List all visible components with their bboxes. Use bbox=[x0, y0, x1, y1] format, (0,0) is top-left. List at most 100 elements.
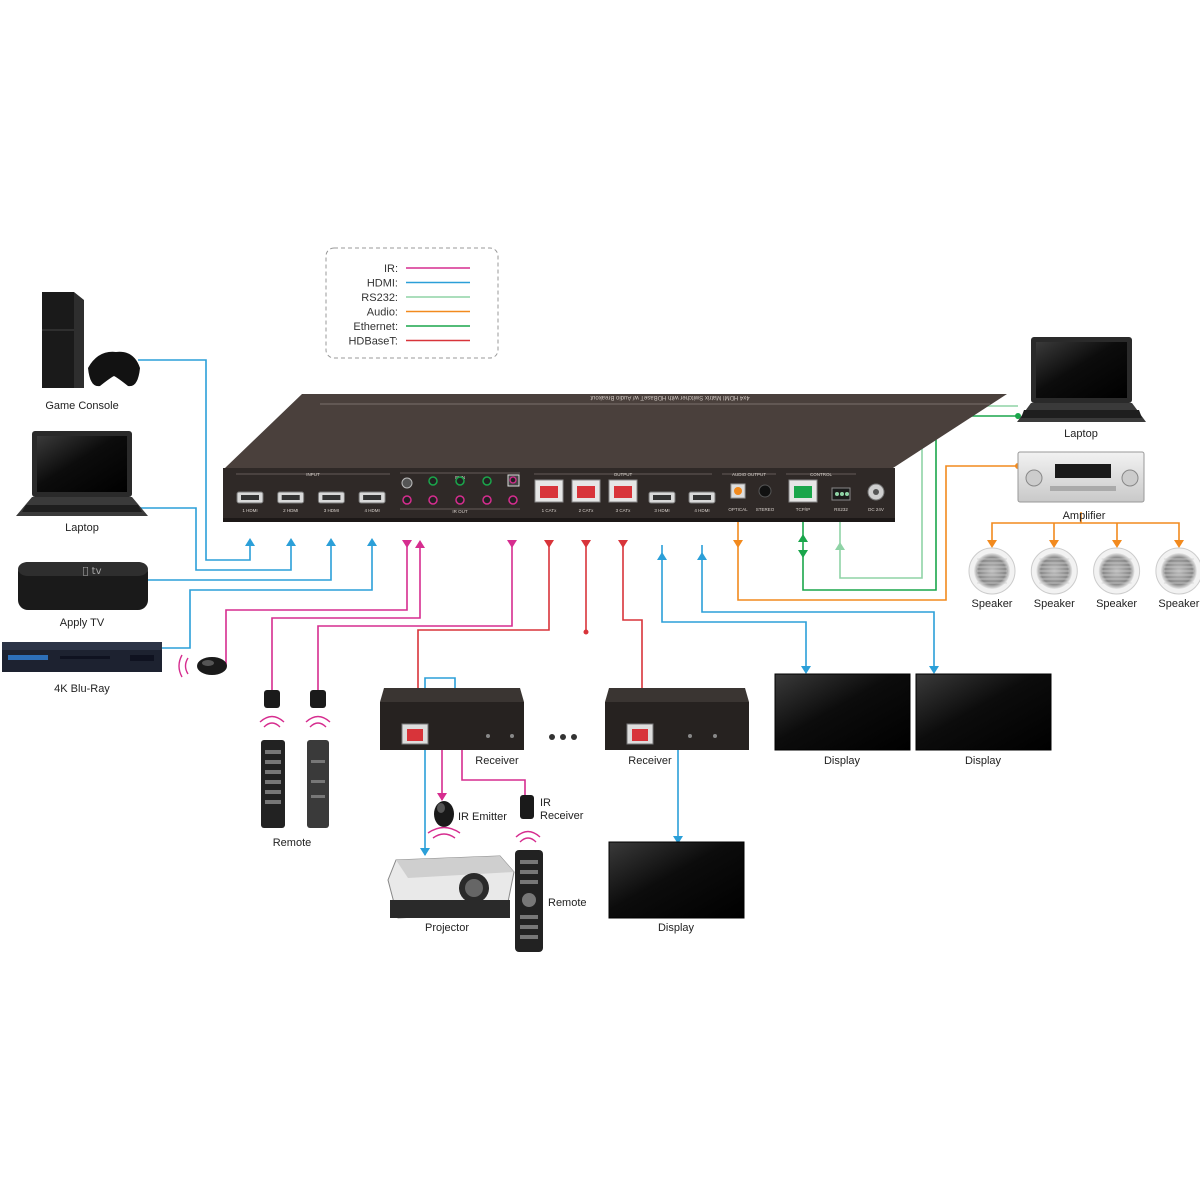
hdmi-input-label: 3 HDMI bbox=[324, 508, 339, 513]
hdmi-wire-game-console bbox=[138, 359, 251, 561]
hdmi-input-label: 1 HDMI bbox=[242, 508, 257, 513]
hdmi-wire-apple-tv bbox=[148, 545, 332, 581]
label-remote-bottom: Remote bbox=[548, 897, 587, 909]
ir-wire-remote-1 bbox=[271, 545, 421, 690]
legend-box bbox=[325, 247, 499, 359]
apple-tv:  tv Apply TV bbox=[18, 562, 148, 629]
hdbaset-wire-receiver-1 bbox=[417, 545, 550, 690]
label-remote-left: Remote bbox=[273, 837, 312, 849]
laptop-left: Laptop bbox=[16, 431, 148, 534]
hdbaset-wire-receiver-2 bbox=[622, 545, 643, 690]
apple-tv-logo:  tv bbox=[82, 566, 101, 577]
ir-in-port-1[interactable] bbox=[401, 477, 413, 489]
ellipsis-dots bbox=[549, 734, 577, 740]
legend-label: RS232: bbox=[361, 292, 398, 304]
game-controller-icon bbox=[88, 351, 140, 387]
ir-in-port-4[interactable] bbox=[482, 476, 492, 486]
label-speaker: Speaker bbox=[972, 598, 1013, 610]
hdmi-output-label: 3 HDMI bbox=[654, 508, 669, 513]
section-input: INPUT bbox=[306, 472, 320, 477]
ir-out-port-3[interactable] bbox=[455, 495, 465, 505]
hdmi-wire-laptop-left bbox=[140, 507, 292, 571]
ir-in-port-3[interactable] bbox=[455, 476, 465, 486]
hdmi-input-label: 2 HDMI bbox=[283, 508, 298, 513]
label-laptop-right: Laptop bbox=[1064, 428, 1098, 440]
ir-wire-receiver bbox=[461, 735, 526, 795]
matrix-switcher: 4x4 HDMI Matrix Switcher with HDBaseT w/… bbox=[223, 394, 1007, 522]
ir-out-port-all[interactable] bbox=[508, 495, 518, 505]
speaker-3: Speaker bbox=[1093, 547, 1141, 610]
control-ports: TCP/IP RS232 DC 24V bbox=[788, 479, 885, 512]
label-speaker: Speaker bbox=[1034, 598, 1075, 610]
section-ir-out: IR OUT bbox=[452, 509, 468, 514]
hdbaset-wire-end bbox=[583, 629, 589, 635]
speaker-2: Speaker bbox=[1030, 547, 1078, 610]
amplifier: Amplifier bbox=[1017, 451, 1145, 522]
label-amplifier: Amplifier bbox=[1063, 510, 1106, 522]
hdmi-wire-display-1 bbox=[661, 545, 807, 672]
label-display-bottom: Display bbox=[658, 922, 695, 934]
bluray-player: 4K Blu-Ray bbox=[2, 642, 162, 695]
legend-label: Ethernet: bbox=[353, 321, 398, 333]
label-receiver-1: Receiver bbox=[475, 755, 519, 767]
receiver-1: Receiver bbox=[380, 688, 524, 767]
ir-in-port-2[interactable] bbox=[428, 476, 438, 486]
hdmi-output-label: 4 HDMI bbox=[694, 508, 709, 513]
legend-label: IR: bbox=[384, 263, 398, 275]
audio-ports: OPTICAL STEREO bbox=[728, 483, 775, 512]
audio-wire-amplifier bbox=[737, 465, 1018, 601]
ir-receiver-projector: IR Receiver bbox=[520, 795, 584, 822]
display-bottom: Display bbox=[608, 841, 745, 934]
label-display-1: Display bbox=[824, 755, 861, 767]
label-projector: Projector bbox=[425, 922, 469, 934]
label-game-console: Game Console bbox=[45, 400, 118, 412]
remote-control-2 bbox=[307, 740, 329, 828]
display-1: Display bbox=[774, 673, 911, 767]
ir-out-port-2[interactable] bbox=[428, 495, 438, 505]
optical-port-label: OPTICAL bbox=[728, 507, 748, 512]
legend: IR: HDMI: RS232: Audio: Ethernet: HDBaseT: bbox=[325, 247, 499, 359]
laptop-right: Laptop bbox=[1017, 337, 1146, 440]
section-audio-output: AUDIO OUTPUT bbox=[732, 472, 766, 477]
speaker-4: Speaker bbox=[1155, 547, 1200, 610]
legend-label: HDMI: bbox=[367, 278, 398, 290]
ir-out-port-4[interactable] bbox=[482, 495, 492, 505]
label-ir-receiver-line2: Receiver bbox=[540, 810, 584, 822]
switcher-title: 4x4 HDMI Matrix Switcher with HDBaseT w/… bbox=[590, 394, 750, 400]
legend-label: Audio: bbox=[367, 307, 398, 319]
ir-emitter-projector: IR Emitter bbox=[427, 801, 507, 839]
game-console: Game Console bbox=[42, 292, 140, 412]
ir-receiver-eye-2 bbox=[310, 690, 326, 708]
ir-ports bbox=[400, 474, 520, 510]
section-output: OUTPUT bbox=[614, 472, 633, 477]
label-ir-emitter: IR Emitter bbox=[458, 811, 507, 823]
section-control: CONTROL bbox=[810, 472, 832, 477]
ir-emitter-bluray bbox=[178, 654, 227, 678]
label-apple-tv: Apply TV bbox=[60, 617, 105, 629]
legend-label: HDBaseT: bbox=[348, 336, 398, 348]
tcp-ip-label: TCP/IP bbox=[796, 507, 811, 512]
remote-group-left: Remote bbox=[259, 690, 331, 849]
power-label: DC 24V bbox=[868, 507, 884, 512]
hdbaset-output-label: 1 CATx bbox=[542, 508, 557, 513]
ir-wire-remote-2 bbox=[317, 545, 513, 690]
rs232-label: RS232 bbox=[834, 507, 848, 512]
audio-wire-speakers bbox=[991, 512, 1180, 545]
ir-signal-icon bbox=[178, 654, 189, 678]
label-bluray: 4K Blu-Ray bbox=[54, 683, 110, 695]
label-ir-receiver-line1: IR bbox=[540, 797, 551, 809]
ir-receiver-eye-1 bbox=[264, 690, 280, 708]
remote-bottom: Remote bbox=[515, 830, 587, 952]
stereo-port[interactable] bbox=[758, 484, 772, 498]
switcher-top bbox=[225, 394, 1007, 468]
hdbaset-output-label: 2 CATx bbox=[579, 508, 594, 513]
label-receiver-2: Receiver bbox=[628, 755, 672, 767]
label-speaker: Speaker bbox=[1158, 598, 1199, 610]
label-laptop-left: Laptop bbox=[65, 522, 99, 534]
ir-out-port-1[interactable] bbox=[402, 495, 412, 505]
projector: Projector bbox=[387, 855, 515, 934]
ir-wire-blu-ray-emitter bbox=[225, 545, 408, 666]
receiver-2: Receiver bbox=[605, 688, 749, 767]
